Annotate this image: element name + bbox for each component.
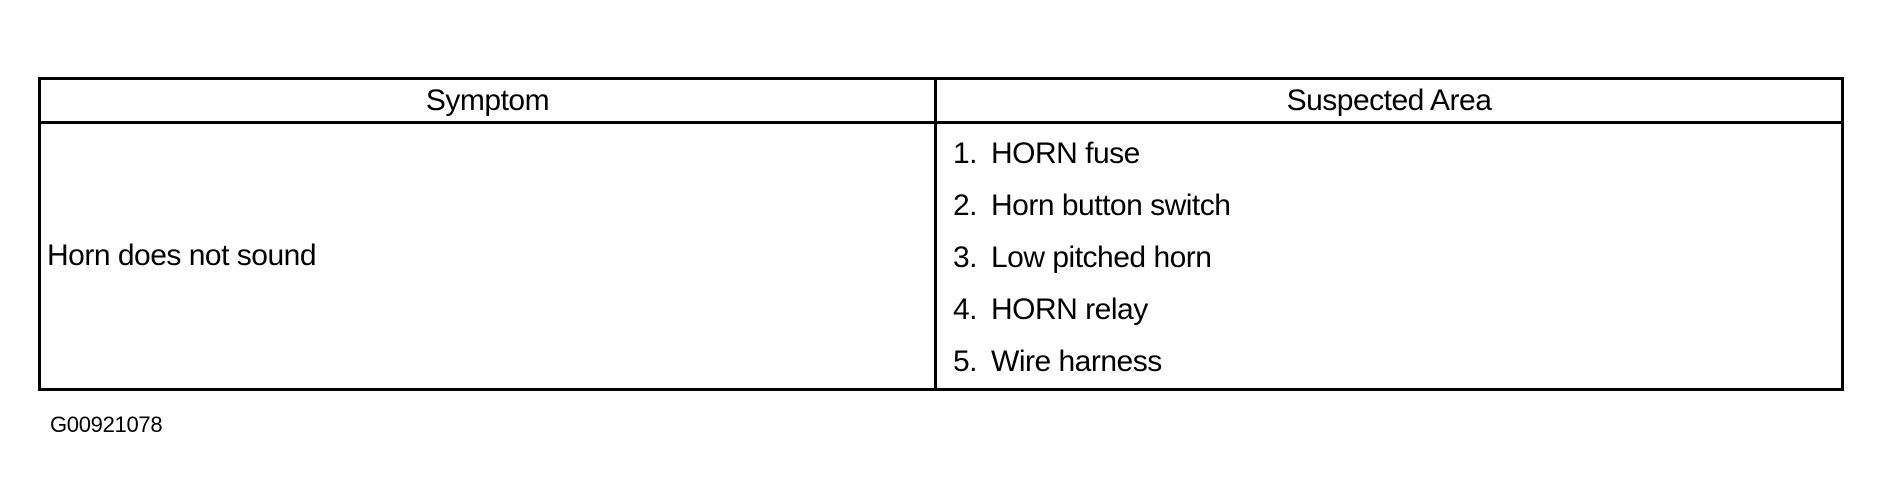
item-number: 3. bbox=[953, 241, 978, 274]
list-item: 4. HORN relay bbox=[937, 284, 1841, 336]
table-row: Horn does not sound 1. HORN fuse 2. Horn… bbox=[41, 124, 1841, 388]
item-number: 5. bbox=[953, 345, 978, 378]
item-number: 1. bbox=[953, 137, 978, 170]
header-symptom: Symptom bbox=[41, 80, 937, 121]
suspected-area-list: 1. HORN fuse 2. Horn button switch 3. Lo… bbox=[937, 124, 1841, 388]
item-number: 4. bbox=[953, 293, 978, 326]
item-number: 2. bbox=[953, 189, 978, 222]
figure-id: G00921078 bbox=[50, 412, 163, 437]
item-text: HORN relay bbox=[991, 293, 1148, 326]
trouble-table: Symptom Suspected Area Horn does not sou… bbox=[38, 77, 1844, 391]
list-item: 2. Horn button switch bbox=[937, 180, 1841, 232]
symptom-cell: Horn does not sound bbox=[41, 124, 937, 388]
header-suspected-area: Suspected Area bbox=[1286, 83, 1492, 117]
item-text: Horn button switch bbox=[991, 189, 1231, 222]
list-item: 1. HORN fuse bbox=[937, 128, 1841, 180]
item-text: Low pitched horn bbox=[991, 241, 1212, 274]
table-header-row: Symptom Suspected Area bbox=[41, 80, 1841, 124]
list-item: 3. Low pitched horn bbox=[937, 232, 1841, 284]
item-text: Wire harness bbox=[991, 345, 1162, 378]
item-text: HORN fuse bbox=[991, 137, 1140, 170]
list-item: 5. Wire harness bbox=[937, 336, 1841, 388]
